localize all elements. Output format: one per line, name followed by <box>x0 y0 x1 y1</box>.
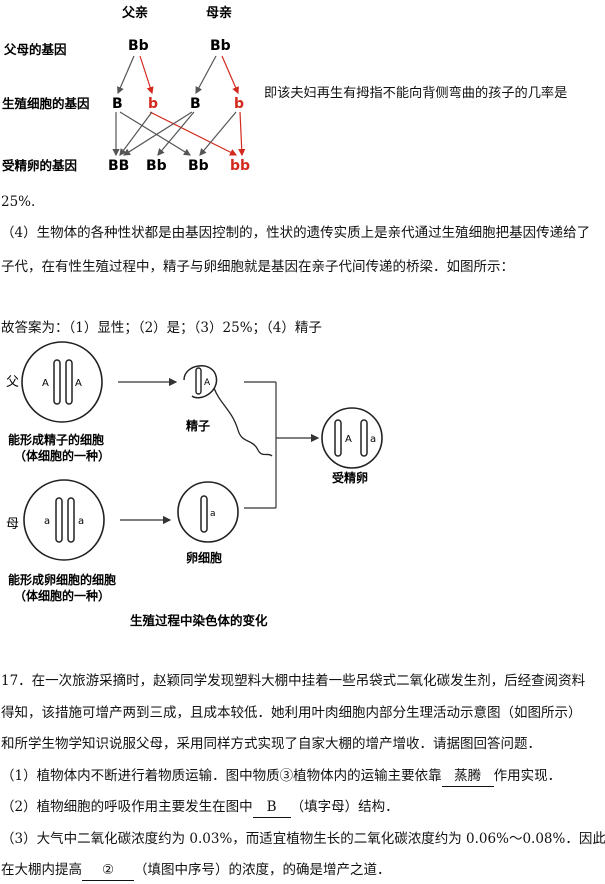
chromosome-caption: 生殖过程中染色体的变化 <box>130 613 268 628</box>
q17-sub1: （1）植物体内不断进行着物质运输．图中物质③植物体内的运输主要依靠蒸腾作用实现． <box>1 766 561 787</box>
sperm-chromosome <box>195 367 202 395</box>
mother-cell-label-2: （体细胞的一种） <box>14 588 110 603</box>
q17-sub3-line1: （3）大气中二氧化碳浓度约为 0.03%，而适宜植物生长的二氧化碳浓度约为 0.… <box>1 831 605 847</box>
row-label-gametes: 生殖细胞的基因 <box>2 96 90 111</box>
q17-sub3-text-a: 在大棚内提高 <box>1 862 82 878</box>
zygote-gene-A: A <box>345 434 352 445</box>
probability-text-a: 即该夫妇再生有拇指不能向背侧弯曲的孩子的几率是 <box>264 86 568 101</box>
q17-sub2-text-a: （2）植物细胞的呼吸作用主要发生在图中 <box>1 799 253 815</box>
father-chromosome-2 <box>65 359 73 405</box>
offspring-3: Bb <box>188 158 209 174</box>
sperm-gene: A <box>204 378 211 388</box>
gene-a-right: a <box>78 516 84 527</box>
sperm-head <box>183 365 218 399</box>
q17-line2: 得知，该措施可增产两到三成，且成本较低．她利用叶肉细胞内部分生理活动示意图（如图… <box>1 705 582 721</box>
mother-cell-label-1: 能形成卵细胞的细胞 <box>8 572 116 587</box>
q17-sub3-answer: ② <box>82 860 134 881</box>
gene-A-left: A <box>42 378 49 389</box>
egg-chromosome <box>200 495 208 533</box>
gamete-3: B <box>190 96 201 112</box>
zygote-label: 受精卵 <box>332 470 368 485</box>
mother-label: 母亲 <box>206 5 232 21</box>
offspring-4: bb <box>230 158 250 174</box>
offspring-1: BB <box>108 158 129 174</box>
q17-sub1-text-a: （1）植物体内不断进行着物质运输．图中物质③植物体内的运输主要依靠 <box>1 768 442 784</box>
q17-sub1-text-b: 作用实现． <box>493 768 562 784</box>
mother-genotype: Bb <box>210 38 231 54</box>
zygote-cell <box>321 407 383 469</box>
offspring-2: Bb <box>146 158 167 174</box>
zygote-chromosome-1 <box>334 419 342 457</box>
gene-a-left: a <box>44 516 50 527</box>
para4-line1: （4）生物体的各种性状都是由基因控制的，性状的遗传实质上是亲代通过生殖细胞把基因… <box>1 225 591 241</box>
row-label-zygote: 受精卵的基因 <box>2 158 77 173</box>
q17-line3: 和所学生物学知识说服父母，采用同样方式实现了自家大棚的增产增收．请据图回答问题． <box>1 736 541 752</box>
zygote-gene-a: a <box>370 434 376 445</box>
q17-sub3-text-b: （填图中序号）的浓度，的确是增产之道． <box>134 862 391 878</box>
answer-line: 故答案为：（1）显性；（2）是；（3）25%；（4）精子 <box>1 320 322 336</box>
egg-label: 卵细胞 <box>186 550 222 565</box>
row-label-parents: 父母的基因 <box>3 42 67 57</box>
mother-side-label: 母 <box>6 517 19 532</box>
mother-chromosome-2 <box>67 497 75 543</box>
zygote-chromosome-2 <box>360 419 368 457</box>
chromosome-diagram: 父 A A 能形成精子的细胞 （体细胞的一种） A 精子 A a 受精卵 母 a… <box>6 341 383 628</box>
father-chromosome-1 <box>53 359 61 405</box>
q17-sub2-answer: B <box>252 797 291 818</box>
father-cell-label-2: （体细胞的一种） <box>14 448 110 463</box>
sperm-label: 精子 <box>186 418 210 433</box>
father-cell-label-1: 能形成精子的细胞 <box>8 432 104 447</box>
gamete-4: b <box>234 96 244 112</box>
q17-sub1-answer: 蒸腾 <box>441 766 494 787</box>
father-genotype: Bb <box>128 38 149 54</box>
inheritance-diagram: 父亲 母亲 父母的基因 生殖细胞的基因 受精卵的基因 Bb Bb B b B b… <box>2 5 250 174</box>
father-cell <box>21 341 103 423</box>
mother-cell <box>23 479 105 561</box>
egg-gene: a <box>210 509 216 519</box>
mother-chromosome-1 <box>55 497 63 543</box>
inheritance-arrows <box>112 55 246 157</box>
para4-line2: 子代，在有性生殖过程中，精子与卵细胞就是基因在亲子代间传递的桥梁．如图所示： <box>1 259 514 275</box>
probability-text-b: 25%. <box>1 194 36 210</box>
gamete-2: b <box>148 96 158 112</box>
gene-A-right: A <box>75 378 82 389</box>
q17-sub2-text-b: （填字母）结构． <box>290 799 399 815</box>
sperm-tail <box>213 387 273 457</box>
father-side-label: 父 <box>6 375 19 390</box>
gamete-1: B <box>112 96 123 112</box>
egg-cell <box>177 481 239 543</box>
father-label: 父亲 <box>121 5 148 21</box>
q17-line1: 17．在一次旅游采摘时，赵颖同学发现塑料大棚中挂着一些吊袋式二氧化碳发生剂，后经… <box>1 673 586 689</box>
